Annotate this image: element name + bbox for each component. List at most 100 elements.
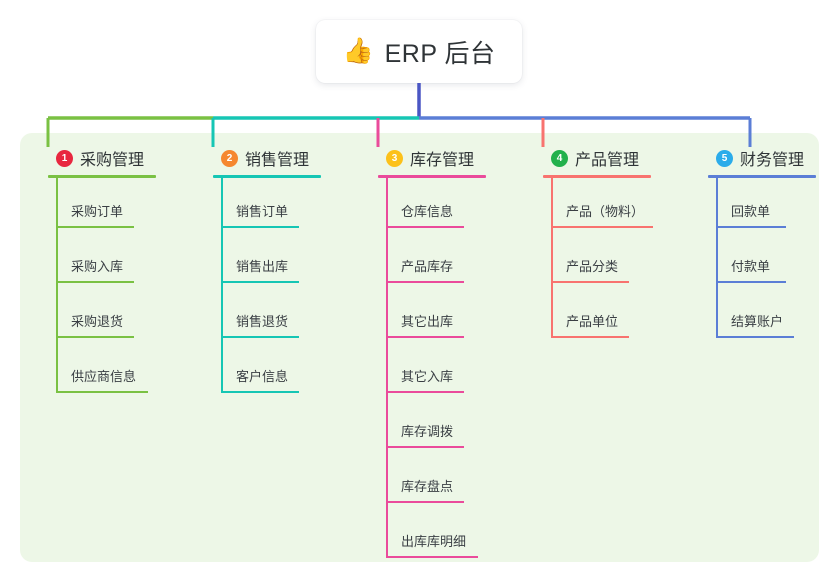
leaf-item-label: 其它入库 xyxy=(401,369,454,384)
leaf-item[interactable]: 产品库存 xyxy=(368,233,486,288)
leaf-item-label: 产品（物料） xyxy=(566,204,645,219)
branch-spine xyxy=(386,178,388,558)
branch-column-2: 2 销售管理销售订单销售出库销售退货客户信息 xyxy=(203,146,321,398)
leaf-item[interactable]: 采购订单 xyxy=(38,178,156,233)
branch-underline xyxy=(48,175,156,178)
branch-column-1: 1 采购管理采购订单采购入库采购退货供应商信息 xyxy=(38,146,156,398)
leaf-item-label: 销售订单 xyxy=(236,204,289,219)
leaf-item[interactable]: 仓库信息 xyxy=(368,178,486,233)
branch-header-1[interactable]: 1 采购管理 xyxy=(38,146,156,170)
leaf-item-underline xyxy=(551,281,629,283)
branch-item-list: 仓库信息产品库存其它出库其它入库库存调拨库存盘点出库库明细 xyxy=(368,178,486,563)
leaf-item-underline xyxy=(221,336,299,338)
leaf-item-underline xyxy=(386,281,464,283)
branch-title: 库存管理 xyxy=(410,152,475,169)
leaf-item-label: 库存盘点 xyxy=(401,479,454,494)
branch-number-badge: 5 xyxy=(716,149,733,167)
leaf-item-underline xyxy=(56,391,148,393)
branch-spine xyxy=(716,178,718,338)
branch-number-badge: 4 xyxy=(551,149,568,167)
leaf-item[interactable]: 产品分类 xyxy=(533,233,651,288)
branch-underline xyxy=(213,175,321,178)
leaf-item-label: 付款单 xyxy=(731,259,771,274)
leaf-item-underline xyxy=(221,391,299,393)
branch-underline xyxy=(543,175,651,178)
leaf-item[interactable]: 其它出库 xyxy=(368,288,486,343)
leaf-item[interactable]: 出库库明细 xyxy=(368,508,486,563)
leaf-item-label: 客户信息 xyxy=(236,369,289,384)
leaf-item[interactable]: 产品（物料） xyxy=(533,178,653,233)
leaf-item-underline xyxy=(386,501,464,503)
leaf-item-label: 产品分类 xyxy=(566,259,619,274)
leaf-item-label: 供应商信息 xyxy=(71,369,137,384)
leaf-item[interactable]: 销售出库 xyxy=(203,233,321,288)
leaf-item-label: 出库库明细 xyxy=(401,534,467,549)
leaf-item[interactable]: 库存盘点 xyxy=(368,453,486,508)
leaf-item-underline xyxy=(56,281,134,283)
branch-number-badge: 3 xyxy=(386,149,403,167)
leaf-item[interactable]: 销售订单 xyxy=(203,178,321,233)
branch-item-list: 采购订单采购入库采购退货供应商信息 xyxy=(38,178,156,398)
leaf-item-underline xyxy=(386,556,478,558)
leaf-item-underline xyxy=(386,226,464,228)
branch-number-badge: 1 xyxy=(56,149,73,167)
root-node[interactable]: 👍 ERP 后台 xyxy=(316,20,522,83)
leaf-item-underline xyxy=(386,446,464,448)
leaf-item[interactable]: 付款单 xyxy=(698,233,816,288)
leaf-item-label: 销售出库 xyxy=(236,259,289,274)
leaf-item-label: 结算账户 xyxy=(731,314,784,329)
branch-title: 销售管理 xyxy=(245,152,310,169)
leaf-item-underline xyxy=(716,226,786,228)
root-title: ERP 后台 xyxy=(384,39,496,68)
leaf-item-label: 采购入库 xyxy=(71,259,124,274)
branch-spine xyxy=(551,178,553,338)
leaf-item-label: 销售退货 xyxy=(236,314,289,329)
branch-item-list: 销售订单销售出库销售退货客户信息 xyxy=(203,178,321,398)
leaf-item-underline xyxy=(221,226,299,228)
branch-title: 产品管理 xyxy=(575,152,640,169)
leaf-item-underline xyxy=(56,226,134,228)
leaf-item-underline xyxy=(221,281,299,283)
leaf-item[interactable]: 销售退货 xyxy=(203,288,321,343)
branch-column-3: 3 库存管理仓库信息产品库存其它出库其它入库库存调拨库存盘点出库库明细 xyxy=(368,146,486,563)
leaf-item-label: 采购退货 xyxy=(71,314,124,329)
leaf-item-label: 库存调拨 xyxy=(401,424,454,439)
leaf-item[interactable]: 采购退货 xyxy=(38,288,156,343)
branch-item-list: 回款单付款单结算账户 xyxy=(698,178,816,343)
leaf-item-underline xyxy=(56,336,134,338)
leaf-item[interactable]: 库存调拨 xyxy=(368,398,486,453)
leaf-item-underline xyxy=(716,336,794,338)
branch-column-5: 5 财务管理回款单付款单结算账户 xyxy=(698,146,816,343)
thumbs-up-icon: 👍 xyxy=(342,37,374,65)
branch-number-badge: 2 xyxy=(221,149,238,167)
leaf-item[interactable]: 客户信息 xyxy=(203,343,321,398)
leaf-item-underline xyxy=(551,226,653,228)
branch-header-3[interactable]: 3 库存管理 xyxy=(368,146,486,170)
leaf-item[interactable]: 采购入库 xyxy=(38,233,156,288)
branch-header-5[interactable]: 5 财务管理 xyxy=(698,146,816,170)
leaf-item[interactable]: 供应商信息 xyxy=(38,343,156,398)
leaf-item[interactable]: 其它入库 xyxy=(368,343,486,398)
leaf-item-label: 采购订单 xyxy=(71,204,124,219)
leaf-item-underline xyxy=(386,336,464,338)
branch-header-4[interactable]: 4 产品管理 xyxy=(533,146,651,170)
branch-title: 采购管理 xyxy=(80,152,145,169)
leaf-item-underline xyxy=(386,391,464,393)
branch-spine xyxy=(56,178,58,393)
leaf-item[interactable]: 回款单 xyxy=(698,178,816,233)
branch-header-2[interactable]: 2 销售管理 xyxy=(203,146,321,170)
leaf-item-label: 仓库信息 xyxy=(401,204,454,219)
branch-title: 财务管理 xyxy=(740,152,805,169)
leaf-item[interactable]: 结算账户 xyxy=(698,288,816,343)
leaf-item-label: 其它出库 xyxy=(401,314,454,329)
branch-underline xyxy=(378,175,486,178)
leaf-item-underline xyxy=(716,281,786,283)
leaf-item-label: 回款单 xyxy=(731,204,771,219)
leaf-item-label: 产品单位 xyxy=(566,314,619,329)
leaf-item[interactable]: 产品单位 xyxy=(533,288,651,343)
branch-underline xyxy=(708,175,816,178)
leaf-item-underline xyxy=(551,336,629,338)
branch-spine xyxy=(221,178,223,393)
branch-item-list: 产品（物料） 产品分类产品单位 xyxy=(533,178,653,343)
